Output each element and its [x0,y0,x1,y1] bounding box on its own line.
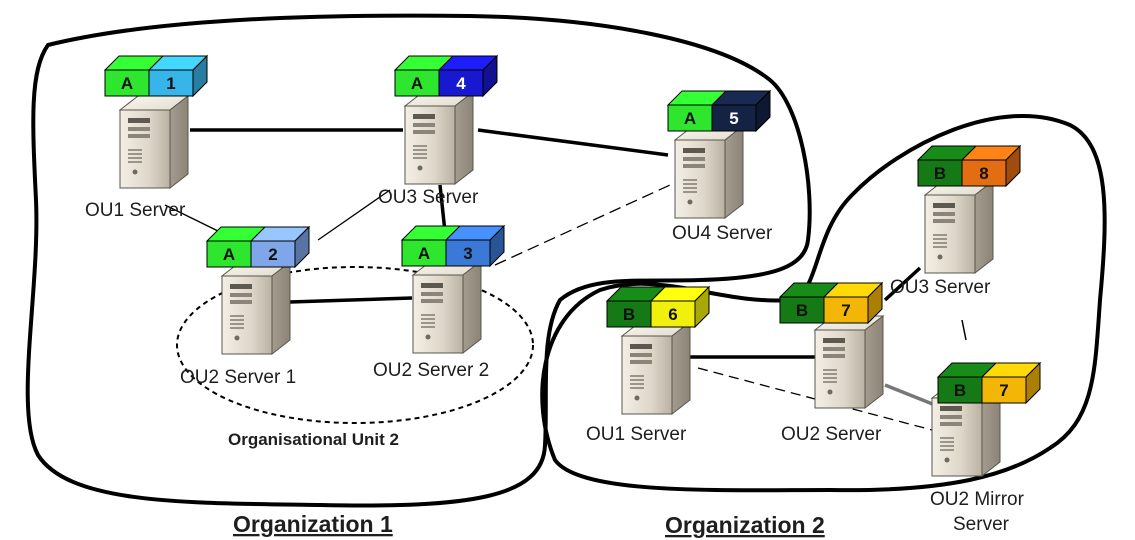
org1-ou2a-server-icon [220,260,292,356]
org1-ou3-server-icon [403,90,475,186]
org2-ou2-server-label: OU2 Server [781,424,882,445]
organisational-unit-2-label: Organisational Unit 2 [228,430,399,449]
org2-ou3-group-letter: B [934,164,946,183]
org1-ou2a-group-letter: A [223,245,235,264]
link-ou3-ou2b [438,184,447,233]
org2-ou1-id-number: 6 [668,305,677,324]
org1-ou4-group-letter: A [684,109,696,128]
organization-2-boundary [540,114,1107,493]
organisational-unit-2-boundary [176,266,534,424]
link-org2-ou3-mirror [961,319,967,341]
org1-ou4-server-icon [673,124,745,220]
org2-mirror-server-label-line2: Server [953,514,1010,535]
org1-ou4-id-number: 5 [729,109,738,128]
org2-mirror-group-letter: B [954,381,966,400]
org1-ou1-server-icon [118,94,190,190]
organization-1-boundary [25,13,812,508]
org2-mirror-id-number: 7 [999,381,1008,400]
org1-ou2a-id-number: 2 [268,245,277,264]
org1-ou3-group-letter: A [411,74,423,93]
org1-ou2b-id-number: 3 [463,244,472,263]
org1-ou1-id-number: 1 [166,74,175,93]
org1-ou2-server-2-label: OU2 Server 2 [373,360,489,381]
link-org2-ou2-mirror [884,383,936,407]
org2-ou2-id-number: 7 [841,301,850,320]
link-org2-ou2-ou3 [883,266,922,302]
org2-mirror-server-label-line1: OU2 Mirror [930,489,1025,510]
org1-ou1-server-label: OU1 Server [85,200,186,221]
link-ou2a-ou2b [289,296,413,304]
organization-2-label: Organization 2 [665,512,825,538]
org1-ou1-group-letter: A [121,74,133,93]
org1-ou2b-server-icon [411,259,483,355]
org2-ou2-group-letter: B [796,301,808,320]
link-ou3-ou2a [317,189,391,241]
link-ou2b-ou4-dashed [494,184,671,266]
org1-ou2-server-1-label: OU2 Server 1 [180,367,296,388]
org2-ou1-server-label: OU1 Server [586,424,687,445]
org1-ou3-server-label: OU3 Server [378,187,479,208]
organization-1-label: Organization 1 [233,511,393,537]
org2-ou3-server-label: OU3 Server [890,277,991,298]
org2-ou3-server-icon [923,179,995,275]
org2-ou1-group-letter: B [623,305,635,324]
org1-ou2b-group-letter: A [418,244,430,263]
org1-ou4-server-label: OU4 Server [672,223,773,244]
org2-ou1-server-icon [620,320,692,416]
org2-ou3-id-number: 8 [979,164,988,183]
link-ou3-ou4 [477,128,669,157]
org1-ou3-id-number: 4 [456,74,466,93]
link-ou1-ou2a [164,204,221,233]
org2-ou2-server-icon [813,314,885,410]
